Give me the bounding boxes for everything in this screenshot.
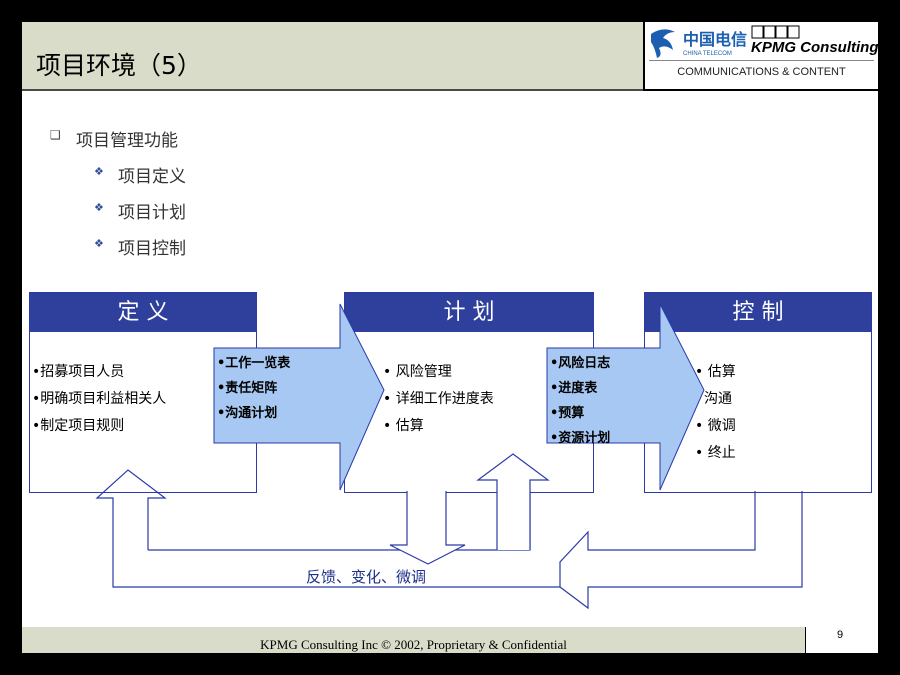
china-telecom-logo: 中国电信 CHINA TELECOM KPMG Consulting <box>651 25 879 58</box>
diamond-bullet-icon: ❖ <box>94 201 104 214</box>
box-plan-title: 计 划 <box>345 293 593 332</box>
feedback-outer-line <box>148 491 531 551</box>
box-item: • 终止 <box>695 445 736 461</box>
box-item: • 详细工作进度表 <box>383 391 494 407</box>
feedback-loop-lines <box>95 469 756 588</box>
arrow-item: •资源计划 <box>550 431 611 446</box>
footer-text: KPMG Consulting Inc © 2002, Proprietary … <box>260 637 567 652</box>
box-item: • 风险管理 <box>383 364 452 380</box>
arrow-define-to-plan <box>213 303 385 491</box>
bullet-sub-1: ❖ 项目定义 <box>94 162 186 187</box>
kpmg-boxes-icon <box>751 25 800 39</box>
box-item: • 估算 <box>383 418 424 434</box>
box-plan: 计 划 • 风险管理 • 详细工作进度表 • 估算 <box>344 292 594 493</box>
diamond-bullet-icon: ❖ <box>94 237 104 250</box>
box-control-title: 控 制 <box>645 293 871 332</box>
box-item: • 估算 <box>695 364 736 380</box>
footer: KPMG Consulting Inc © 2002, Proprietary … <box>22 627 805 653</box>
arrow-item: •责任矩阵 <box>217 381 278 396</box>
box-item: •制定项目规则 <box>32 418 125 434</box>
arrow-item: •风险日志 <box>550 356 611 371</box>
arrow-item: •进度表 <box>550 381 598 396</box>
box-item: • 微调 <box>695 418 736 434</box>
arrow-item: •预算 <box>550 406 585 421</box>
feedback-right-line <box>559 491 803 610</box>
box-item: •明确项目利益相关人 <box>32 391 167 407</box>
arrow-item: •工作一览表 <box>217 356 291 371</box>
box-item: •招募项目人员 <box>32 364 125 380</box>
page-title: 项目环境（5） <box>36 51 202 80</box>
down-arrow <box>389 491 466 565</box>
logo-caption: COMMUNICATIONS & CONTENT <box>677 66 846 78</box>
diamond-bullet-icon: ❖ <box>94 165 104 178</box>
title-bar: 项目环境（5） <box>22 22 643 91</box>
page-number-box: 9 <box>806 627 878 653</box>
box-item: 沟通 <box>704 391 732 407</box>
arrow-item: •沟通计划 <box>217 406 278 421</box>
bullet-sub-text: 项目计划 <box>118 203 186 223</box>
telecom-swirl-icon <box>651 29 675 58</box>
bullet-sub-text: 项目控制 <box>118 239 186 259</box>
arrow-plan-to-control <box>546 303 705 491</box>
bullet-sub-2: ❖ 项目计划 <box>94 198 186 223</box>
box-control: 控 制 • 估算 沟通 • 微调 • 终止 <box>644 292 872 493</box>
box-define-title: 定 义 <box>30 293 256 332</box>
bullet-main: ❑ 项目管理功能 <box>50 126 178 151</box>
bullet-main-text: 项目管理功能 <box>76 131 178 151</box>
page-number: 9 <box>836 629 844 641</box>
feedback-label: 反馈、变化、微调 <box>306 568 427 586</box>
kpmg-text: KPMG Consulting <box>751 39 878 56</box>
telecom-cn-text: 中国电信 <box>683 30 747 49</box>
logo-area: 中国电信 CHINA TELECOM KPMG Consulting COMMU… <box>645 22 879 89</box>
logo-divider <box>649 60 874 61</box>
square-bullet-icon: ❑ <box>50 128 61 142</box>
bullet-sub-text: 项目定义 <box>118 167 186 187</box>
telecom-en-text: CHINA TELECOM <box>683 51 732 57</box>
up-arrow <box>476 453 550 550</box>
bullet-sub-3: ❖ 项目控制 <box>94 234 186 259</box>
